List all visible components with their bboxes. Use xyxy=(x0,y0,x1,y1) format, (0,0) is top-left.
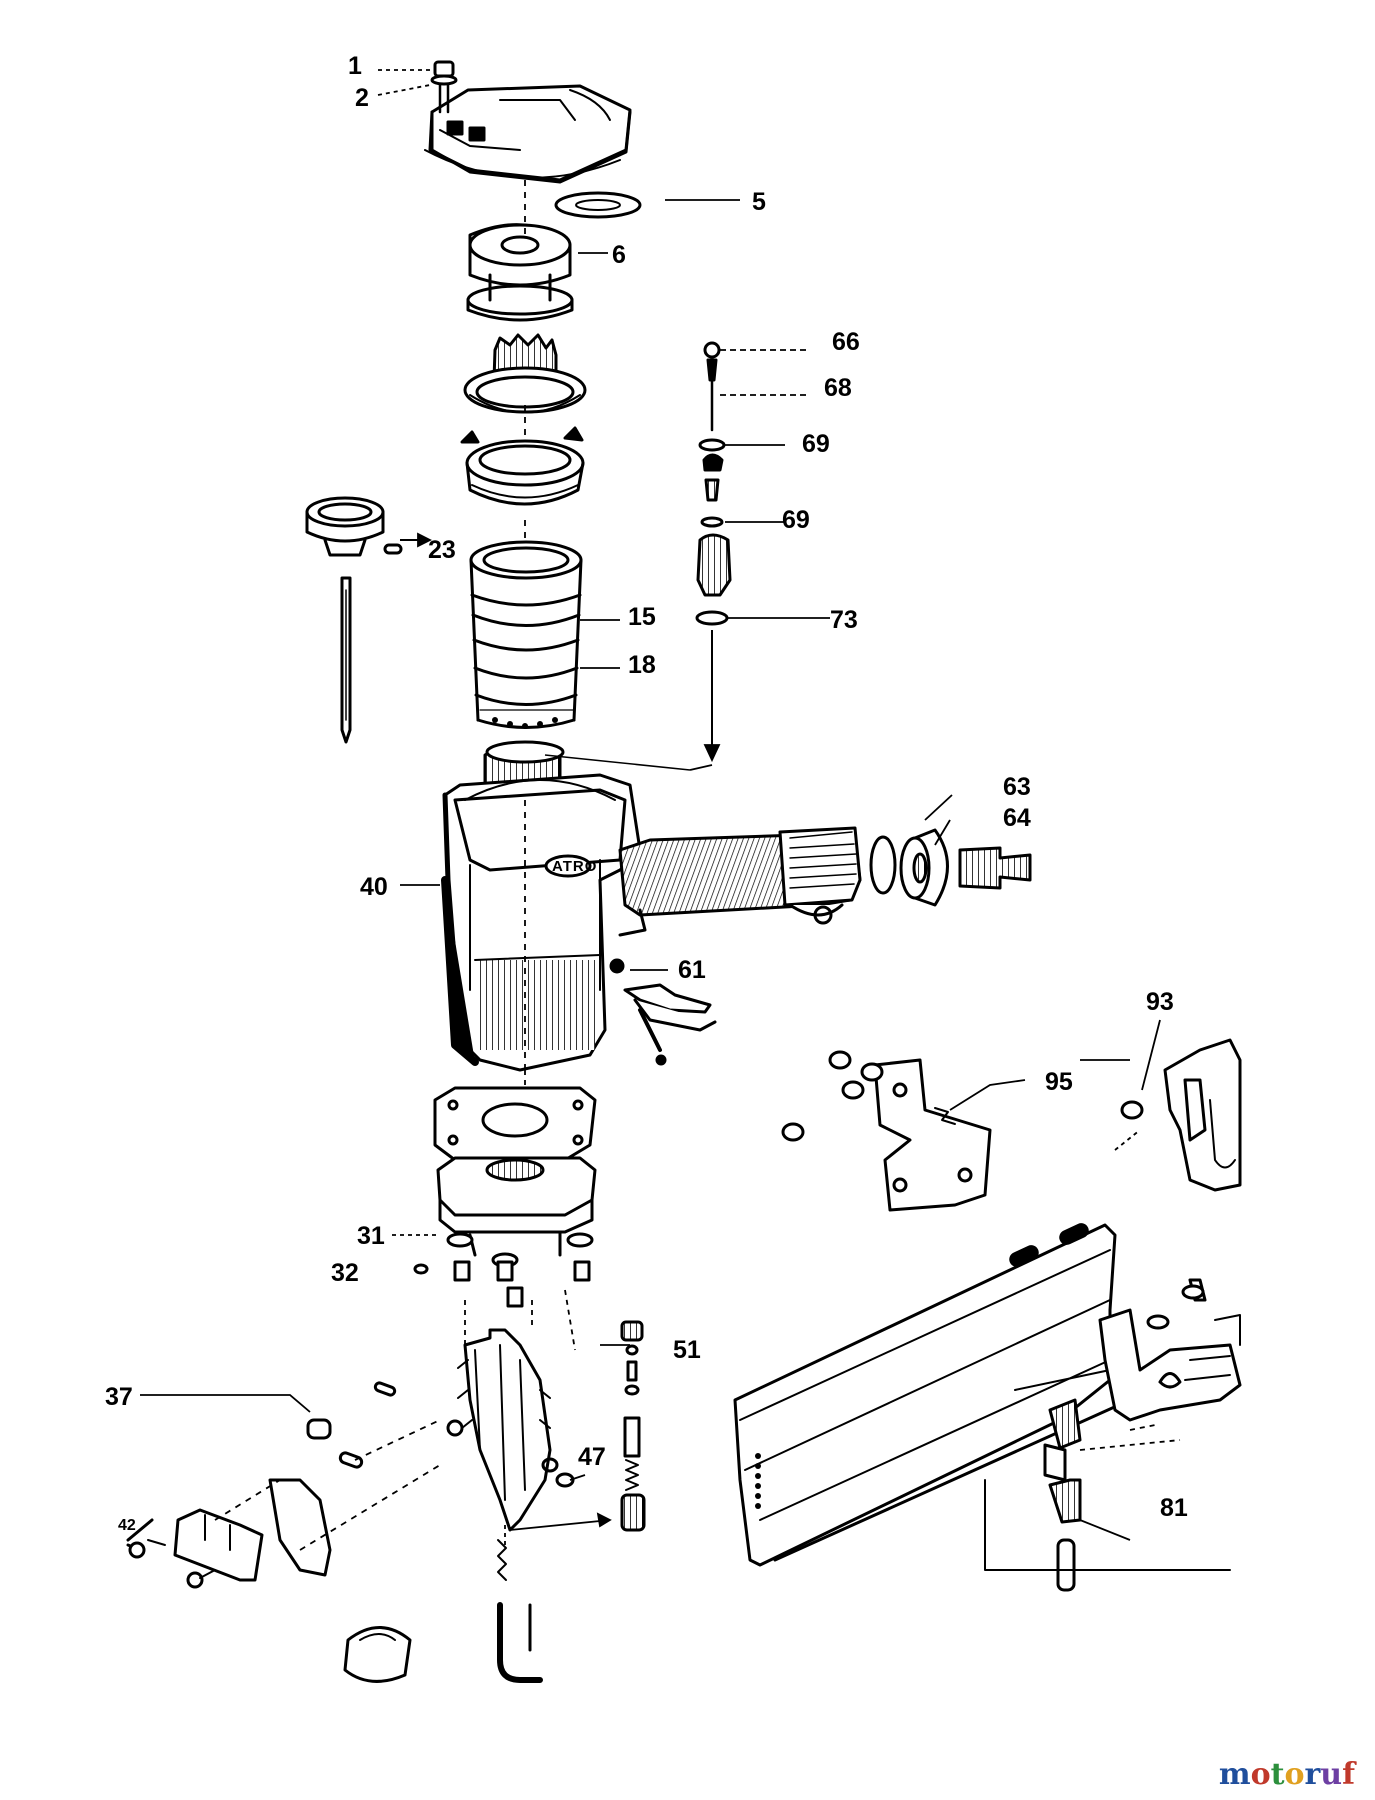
trigger xyxy=(609,958,717,1066)
part-label: 73 xyxy=(830,606,858,634)
nose-washers xyxy=(541,1457,575,1488)
part-label: 23 xyxy=(428,536,456,564)
follower-housing xyxy=(1120,1038,1242,1192)
base-plate xyxy=(436,1156,597,1257)
base-gasket xyxy=(433,1086,597,1162)
magazine xyxy=(733,1223,1132,1567)
inlet-fitting xyxy=(869,828,1032,907)
part-label: 69 xyxy=(782,506,810,534)
part-label: 37 xyxy=(105,1383,133,1411)
watermark-letter: o xyxy=(1284,1757,1305,1792)
part-label: 5 xyxy=(752,188,766,216)
gasket xyxy=(554,191,642,219)
latch-assembly xyxy=(620,1320,646,1532)
watermark: motoruf xyxy=(1219,1757,1355,1792)
part-label: 15 xyxy=(628,603,656,631)
watermark-letter: t xyxy=(1270,1757,1285,1792)
valve-piston xyxy=(463,333,587,414)
pusher-assembly xyxy=(1043,1278,1242,1592)
bolts xyxy=(413,1232,594,1308)
part-label: 40 xyxy=(360,873,388,901)
watermark-letter: m xyxy=(1218,1757,1251,1792)
part-label: 69 xyxy=(802,430,830,458)
part-label: 95 xyxy=(1045,1068,1073,1096)
part-label: 64 xyxy=(1003,804,1031,832)
magazine-latch-parts xyxy=(126,1381,412,1683)
part-label: 93 xyxy=(1146,988,1174,1016)
part-label: 32 xyxy=(331,1259,359,1287)
part-label: 47 xyxy=(578,1443,606,1471)
nose-piece xyxy=(446,1328,552,1683)
cap-screw xyxy=(430,60,458,114)
part-label: 2 xyxy=(355,84,369,112)
part-label: 66 xyxy=(832,328,860,356)
cylinder-sleeve xyxy=(469,540,583,729)
head-valve xyxy=(466,223,574,322)
watermark-letter: r xyxy=(1304,1757,1321,1792)
part-label: 31 xyxy=(357,1222,385,1250)
part-label: 63 xyxy=(1003,773,1031,801)
main-housing: ATRO xyxy=(441,773,642,1072)
trigger-valve-stack xyxy=(695,341,732,626)
part-label: 61 xyxy=(678,956,706,984)
valve-ring xyxy=(460,426,585,506)
leader-lines xyxy=(140,69,1181,1551)
watermark-letter: f xyxy=(1342,1757,1355,1792)
part-label: 1 xyxy=(348,52,362,80)
brand-logo: ATRO xyxy=(552,858,597,875)
part-label: 81 xyxy=(1160,1494,1188,1522)
part-label: 42 xyxy=(118,1517,136,1534)
cylinder-cap xyxy=(424,84,632,184)
inset-bracket-line xyxy=(984,1479,1231,1571)
watermark-letter: o xyxy=(1250,1757,1271,1792)
magazine-bracket xyxy=(781,1050,992,1212)
part-label: 68 xyxy=(824,374,852,402)
part-label: 51 xyxy=(673,1336,701,1364)
exhaust-deflector xyxy=(305,496,403,744)
part-labels: 1 2 5 6 66 68 69 69 73 23 15 18 63 64 40… xyxy=(105,52,1188,1534)
watermark-letter: u xyxy=(1320,1757,1343,1792)
part-label: 18 xyxy=(628,651,656,679)
handle-grip xyxy=(618,826,862,937)
part-label: 6 xyxy=(612,241,626,269)
